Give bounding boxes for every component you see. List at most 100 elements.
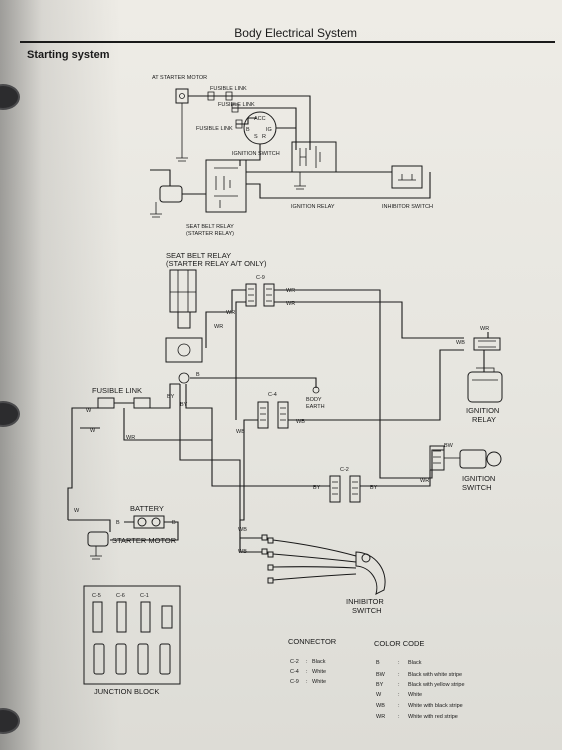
connector-sep: :	[306, 659, 308, 665]
label-acc: ACC	[254, 116, 266, 122]
color-sep: :	[398, 714, 400, 720]
fusible-link-icon	[133, 397, 151, 409]
wire-wr-to-ignition-relay	[274, 301, 464, 339]
seat-belt-relay-body	[169, 269, 197, 313]
label-b-wire: B	[196, 372, 200, 378]
color-code: W	[376, 692, 382, 698]
label-junction-block: JUNCTION BLOCK	[94, 687, 159, 696]
page-header-title: Body Electrical System	[234, 26, 357, 40]
label-inhibitor-switch-1: INHIBITOR	[346, 597, 384, 606]
label-wr-left-1: WR	[226, 310, 235, 316]
connector-pins	[260, 407, 286, 421]
label-fusible-link-3: FUSIBLE LINK	[196, 126, 233, 132]
connector-pins	[332, 481, 358, 495]
plug-pins	[433, 450, 441, 464]
ground-symbol-icon	[176, 103, 188, 162]
label-w-fl: W	[86, 408, 92, 414]
terminal-icon	[267, 537, 274, 544]
label-seat-belt-relay: SEAT BELT RELAY	[166, 251, 231, 260]
label-by-1: BY	[167, 394, 175, 400]
label-c9: C-9	[256, 275, 265, 281]
label-ignition-relay-2: RELAY	[472, 415, 496, 424]
wire-wb-down	[239, 419, 258, 552]
wire-battery	[110, 521, 179, 541]
label-bw: BW	[444, 443, 454, 449]
color-code: BY	[376, 682, 384, 688]
label-fusible-link-2: FUSIBLE LINK	[218, 102, 255, 108]
fusible-link-icon	[97, 397, 115, 409]
label-starter-motor: STARTER MOTOR	[112, 536, 177, 545]
color-code: WR	[376, 714, 385, 720]
starter-motor-icon	[159, 185, 183, 203]
junction-block	[83, 585, 181, 685]
terminal-icon	[267, 577, 274, 584]
label-inhibitor-switch-top: INHIBITOR SWITCH	[382, 204, 433, 210]
color-desc: Black with yellow stripe	[408, 682, 465, 688]
label-wb-c4-left: WB	[236, 429, 245, 435]
connector-c4-a	[257, 401, 269, 429]
label-wr-left-2: WR	[214, 324, 223, 330]
section-title: Starting system	[27, 49, 110, 61]
label-jb-c5: C-5	[92, 593, 101, 599]
label-w-fl-2: W	[90, 428, 96, 434]
connector-heading: CONNECTOR	[288, 637, 337, 646]
connector-c2-b	[349, 475, 361, 503]
label-ignition-relay-1: IGNITION	[466, 406, 499, 415]
wire-inhibitor-leads	[272, 539, 357, 581]
wire-fl-relay	[150, 383, 180, 409]
inhibitor-pivot-icon	[361, 553, 371, 563]
wire-w-link	[114, 402, 212, 441]
starter-terminal-icon	[175, 88, 189, 104]
label-by-c2-left: BY	[313, 485, 321, 491]
label-fusible-link: FUSIBLE LINK	[92, 386, 142, 395]
switch-contact-icon	[398, 174, 416, 181]
terminal-screw-icon	[179, 93, 185, 99]
ignition-relay-box	[291, 141, 337, 173]
jb-fuse-slot	[115, 643, 127, 675]
battery-terminal-neg-icon	[137, 517, 147, 527]
label-r: R	[262, 134, 266, 140]
color-sep: :	[398, 682, 400, 688]
label-starter-relay-top: (STARTER RELAY)	[186, 231, 234, 237]
label-ignition-switch-1: IGNITION	[462, 474, 495, 483]
color-desc: White	[408, 692, 422, 698]
connector-code: C-2	[290, 659, 299, 665]
top-schematic: AT STARTER MOTOR FUSIBLE LINK FUSIBLE LI…	[150, 75, 433, 237]
label-fusible-link-1: FUSIBLE LINK	[210, 86, 247, 92]
wire-wr-relay-2	[235, 301, 246, 420]
color-sep: :	[398, 660, 400, 666]
wire-b-body-earth	[190, 377, 317, 388]
relay-plug	[473, 337, 501, 351]
connector-code: C-9	[290, 679, 299, 685]
relay-body-detail	[472, 367, 498, 381]
label-c4: C-4	[268, 392, 277, 398]
relay-stem	[177, 311, 191, 329]
relay-socket-icon	[177, 343, 191, 357]
jb-slot-c5	[92, 601, 103, 633]
connector-pins	[248, 288, 272, 302]
label-b-battery-l: B	[116, 520, 120, 526]
label-wr-relay: WR	[480, 326, 489, 332]
connector-round-icon	[178, 372, 190, 384]
fusible-link-icon	[231, 103, 239, 113]
connector-c9-a	[245, 283, 257, 307]
connector-c9-b	[263, 283, 275, 307]
label-body-earth-1: BODY	[306, 397, 322, 403]
wire-w-battery	[67, 407, 98, 520]
inhibitor-switch-box	[391, 165, 423, 189]
color-desc: White with black stripe	[408, 703, 463, 709]
label-wb-c4: WB	[296, 419, 305, 425]
label-wr-fl: WR	[126, 435, 135, 441]
ignition-relay-body	[467, 371, 503, 403]
connector-c4-b	[277, 401, 289, 429]
label-seat-belt-relay-top: SEAT BELT RELAY	[186, 224, 234, 230]
connector-c2-a	[329, 475, 341, 503]
color-code: B	[376, 660, 380, 666]
terminal-icon	[261, 534, 268, 541]
ignition-switch-knob-icon	[486, 451, 502, 467]
connector-color: White	[312, 669, 326, 675]
label-starter-relay-note: (STARTER RELAY A/T ONLY)	[166, 259, 267, 268]
terminal-icon	[267, 551, 274, 558]
ground-symbol-icon	[150, 202, 162, 218]
